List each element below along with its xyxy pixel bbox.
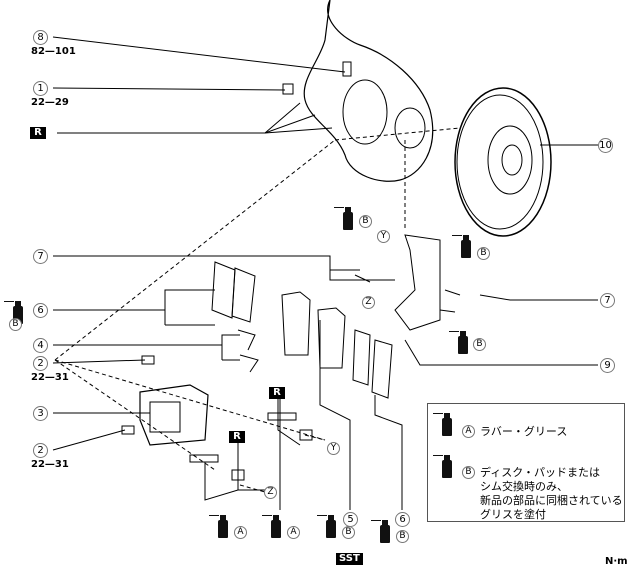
grease-can-icon (209, 515, 228, 538)
grease-b-letter: B (396, 530, 409, 543)
callout-9: 9 (600, 358, 615, 373)
leader-8 (52, 36, 346, 73)
grease-can-icon (334, 207, 353, 230)
caliper-bracket (394, 234, 441, 331)
grease-b-letter: B (473, 338, 486, 351)
leader-2b (52, 429, 126, 451)
grease-b-letter: B (342, 526, 355, 539)
caliper (139, 384, 209, 446)
leader-2a (52, 359, 146, 364)
torque-1: 22—29 (31, 97, 69, 108)
legend-b-text: グリスを塗付 (480, 508, 546, 521)
leader-r (57, 102, 301, 134)
callout-1: 1 (33, 81, 48, 96)
grease-can-icon (317, 515, 336, 538)
leader-7a (53, 255, 395, 281)
legend-b-text: シム交換時のみ、 (480, 480, 568, 493)
label-z: Z (362, 296, 375, 309)
leader-5 (319, 320, 351, 510)
grease-a-letter: A (287, 526, 300, 539)
knuckle (303, 0, 434, 182)
grease-legend: A ラバー・グリース B ディスク・パッドまたは シム交換時のみ、 新品の部品に… (427, 403, 625, 522)
grease-can-icon (433, 413, 452, 436)
replace-marker: R (229, 431, 245, 443)
grease-b-letter: B (359, 215, 372, 228)
label-y: Y (377, 230, 390, 243)
callout-10: 10 (598, 138, 613, 153)
callout-8: 8 (33, 30, 48, 45)
spring-clip (237, 329, 259, 373)
label-z: Z (264, 486, 277, 499)
grease-can-icon (433, 455, 452, 478)
brake-pad (281, 291, 311, 356)
shim (211, 261, 236, 319)
grease-b-letter: B (9, 318, 22, 331)
callout-6: 6 (33, 303, 48, 318)
grease-b-letter: B (477, 247, 490, 260)
legend-b-text: ディスク・パッドまたは (480, 466, 601, 479)
leader-7b (479, 294, 598, 301)
grease-can-icon (4, 301, 23, 324)
grease-a-letter: A (462, 425, 475, 438)
grease-a-letter: A (234, 526, 247, 539)
leader-4 (53, 334, 240, 346)
callout-6: 6 (395, 512, 410, 527)
legend-b-text: 新品の部品に同梱されている (480, 494, 623, 507)
replace-marker: R (30, 127, 46, 139)
leader-6b (374, 395, 403, 510)
grease-can-icon (452, 235, 471, 258)
grease-can-icon (262, 515, 281, 538)
callout-3: 3 (33, 406, 48, 421)
brake-rotor (454, 87, 552, 237)
unit-label: N·m (605, 556, 628, 567)
grease-b-letter: B (462, 466, 475, 479)
leader-1 (52, 87, 286, 91)
callout-7: 7 (33, 249, 48, 264)
torque-2: 22—31 (31, 459, 69, 470)
grease-can-icon (449, 331, 468, 354)
leader-6a (53, 289, 215, 311)
callout-2: 2 (33, 443, 48, 458)
callout-7: 7 (600, 293, 615, 308)
sst-marker: SST (336, 553, 363, 565)
replace-marker: R (269, 387, 285, 399)
legend-a-text: ラバー・グリース (480, 425, 568, 438)
torque-2: 22—31 (31, 372, 69, 383)
callout-2: 2 (33, 356, 48, 371)
bolt (141, 355, 155, 365)
leader-9 (404, 339, 598, 366)
torque-8: 82—101 (31, 46, 76, 57)
hub (342, 79, 388, 145)
grease-can-icon (371, 520, 390, 543)
callout-5: 5 (343, 512, 358, 527)
callout-4: 4 (33, 338, 48, 353)
label-y: Y (327, 442, 340, 455)
